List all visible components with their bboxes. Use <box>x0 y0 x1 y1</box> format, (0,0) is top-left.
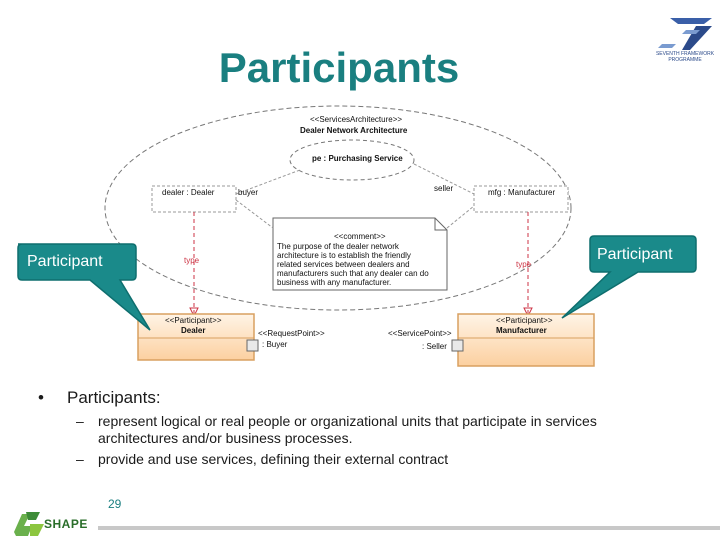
slide-title: Participants <box>218 44 460 91</box>
manufacturer-name: Manufacturer <box>496 326 547 335</box>
comment-line: business with any manufacturer. <box>277 278 392 287</box>
sub-bullet-1: represent logical or real people or orga… <box>98 413 597 429</box>
dealer-name: Dealer <box>181 326 206 335</box>
shape-logo-text: SHAPE <box>44 517 88 531</box>
dash-marker: – <box>76 451 84 467</box>
bullet-marker: • <box>38 388 44 407</box>
service-contract-label: pe : Purchasing Service <box>312 154 403 163</box>
request-port-name: : Buyer <box>262 340 288 349</box>
comment-line: related services between dealers and <box>277 260 410 269</box>
dealer-part-label: dealer : Dealer <box>162 188 215 197</box>
fp7-logo <box>658 18 712 50</box>
service-port <box>451 339 464 352</box>
manufacturer-stereotype: <<Participant>> <box>496 316 553 325</box>
sub-bullet-1-cont: architectures and/or business processes. <box>98 430 353 446</box>
callout-left-label: Participant <box>27 253 103 270</box>
shape-logo <box>14 512 44 536</box>
request-port <box>246 339 259 352</box>
manufacturer-part-box <box>473 185 569 213</box>
role-buyer-label: buyer <box>238 188 259 197</box>
manufacturer-part-label: mfg : Manufacturer <box>488 188 556 197</box>
dealer-stereotype: <<Participant>> <box>165 316 222 325</box>
fp7-line1: SEVENTH FRAMEWORK <box>655 51 715 57</box>
callout-right-label: Participant <box>597 246 673 263</box>
type-right-label: type <box>516 260 532 269</box>
comment-note <box>272 217 448 291</box>
comment-line: architecture is to establish the friendl… <box>277 251 411 260</box>
dash-marker: – <box>76 413 84 429</box>
architecture-stereotype: <<ServicesArchitecture>> <box>310 115 403 124</box>
sub-bullet-2: provide and use services, defining their… <box>98 451 449 467</box>
services-architecture-diagram <box>17 105 697 367</box>
architecture-name: Dealer Network Architecture <box>300 126 408 135</box>
page-number: 29 <box>108 497 122 511</box>
footer-bar <box>98 526 720 530</box>
callout-left-shape <box>17 243 151 331</box>
comment-line: The purpose of the dealer network <box>277 242 399 251</box>
callout-right-shape <box>561 235 697 319</box>
service-port-name: : Seller <box>422 342 447 351</box>
comment-line: manufacturers such that any dealer can d… <box>277 269 429 278</box>
service-contract-ellipse <box>289 139 415 181</box>
comment-stereotype: <<comment>> <box>334 232 386 241</box>
service-port-stereotype: <<ServicePoint>> <box>388 329 452 338</box>
manufacturer-participant-box <box>457 313 595 367</box>
fp7-line2: PROGRAMME <box>668 57 702 63</box>
request-port-stereotype: <<RequestPoint>> <box>258 329 325 338</box>
dealer-part-box <box>151 185 237 213</box>
role-seller-label: seller <box>434 184 454 193</box>
dealer-participant-box <box>137 313 255 361</box>
type-left-label: type <box>184 256 200 265</box>
architecture-ellipse <box>104 105 572 311</box>
bullet-main: Participants: <box>67 388 161 407</box>
